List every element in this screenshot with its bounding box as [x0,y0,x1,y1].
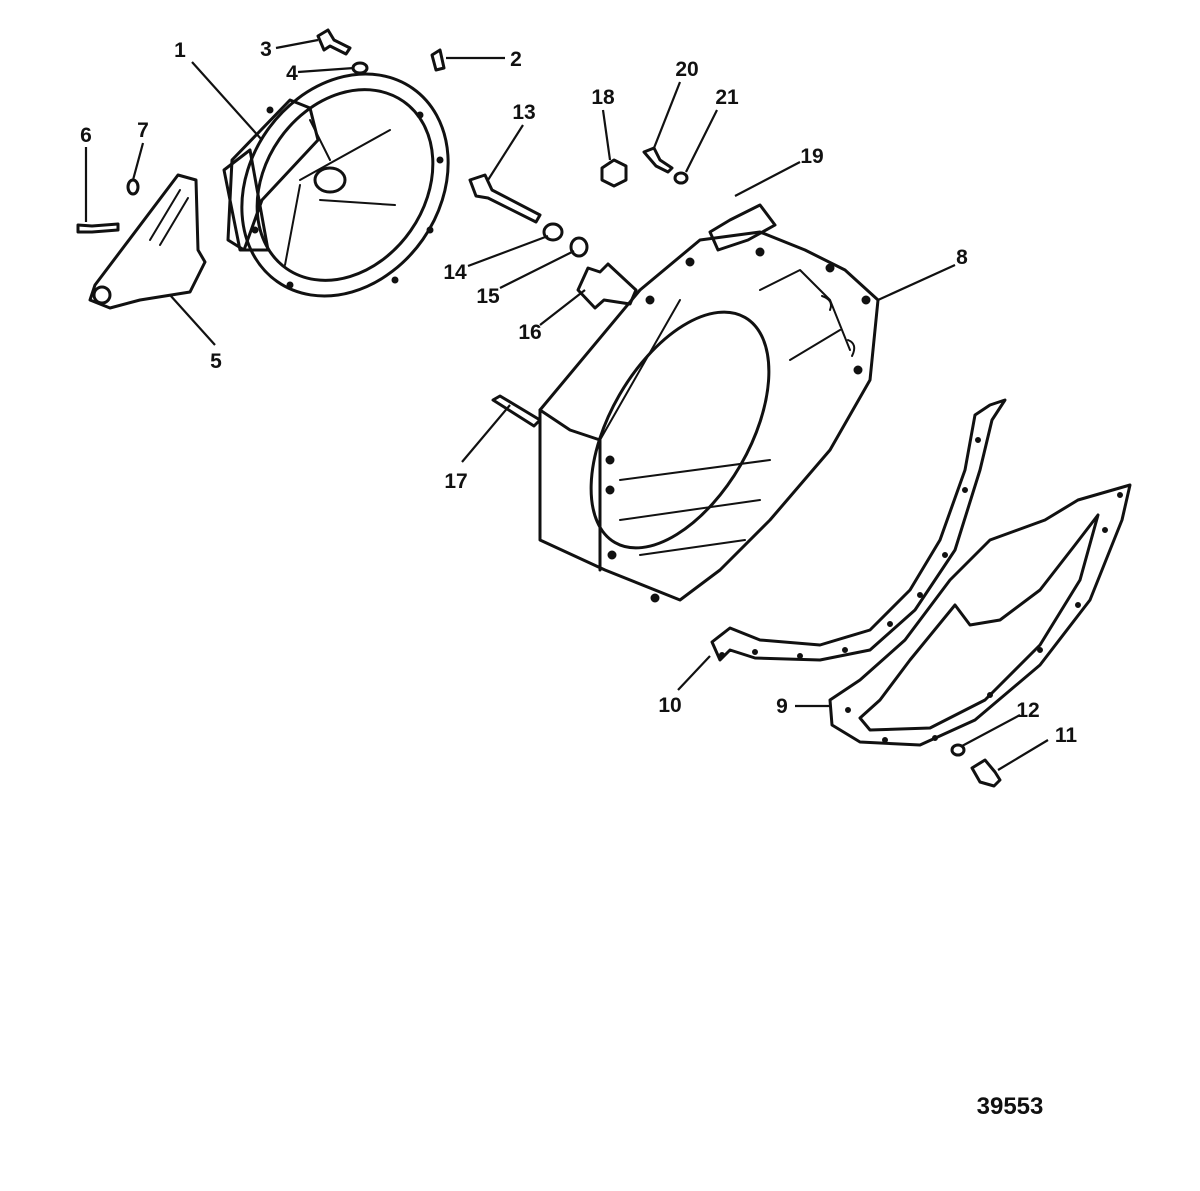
callout-20: 20 [675,58,698,81]
callout-21: 21 [715,86,739,109]
callout-15: 15 [476,285,500,308]
part-7-washer [126,178,140,196]
part-14-washer [542,222,564,242]
callout-labels: 1 2 3 4 5 6 7 8 9 10 11 12 13 14 15 16 1… [80,38,1077,747]
part-3-bolt [316,28,352,56]
callout-9: 9 [776,695,788,718]
part-8-flywheel-housing [538,230,880,603]
part-10-gasket [710,398,1007,662]
callout-5: 5 [210,350,222,373]
callout-17: 17 [444,470,467,493]
drawing-number: 39553 [977,1093,1044,1120]
part-13-bolt [468,173,542,224]
callout-3: 3 [260,38,272,61]
callout-7: 7 [137,119,149,142]
callout-16: 16 [518,321,541,344]
callout-10: 10 [658,694,681,717]
callout-6: 6 [80,124,92,147]
part-9-cover-plate [828,483,1132,747]
part-12-washer [950,743,966,757]
callout-11: 11 [1055,724,1078,747]
part-17-stud [491,394,542,428]
callout-2: 2 [510,48,522,71]
part-16-clip [576,262,638,310]
part-6-bolt [76,222,120,234]
part-20-bolt [642,146,674,174]
callout-19: 19 [800,145,823,168]
leader-lines [84,38,1049,771]
part-4-washer [351,61,369,75]
part-15-washer [569,236,589,258]
callout-4: 4 [286,62,298,85]
part-11-bolt [970,758,1002,788]
callout-18: 18 [591,86,615,109]
part-1-housing [222,72,450,298]
callout-8: 8 [956,246,968,269]
callout-13: 13 [512,101,535,124]
callout-14: 14 [443,261,467,284]
part-5-bracket [88,173,207,310]
part-2-fitting [430,48,446,72]
callout-1: 1 [174,39,186,62]
part-18-nut [600,158,628,188]
part-21-washer [673,171,689,185]
part-19-plate [708,203,777,252]
callout-12: 12 [1016,699,1039,722]
